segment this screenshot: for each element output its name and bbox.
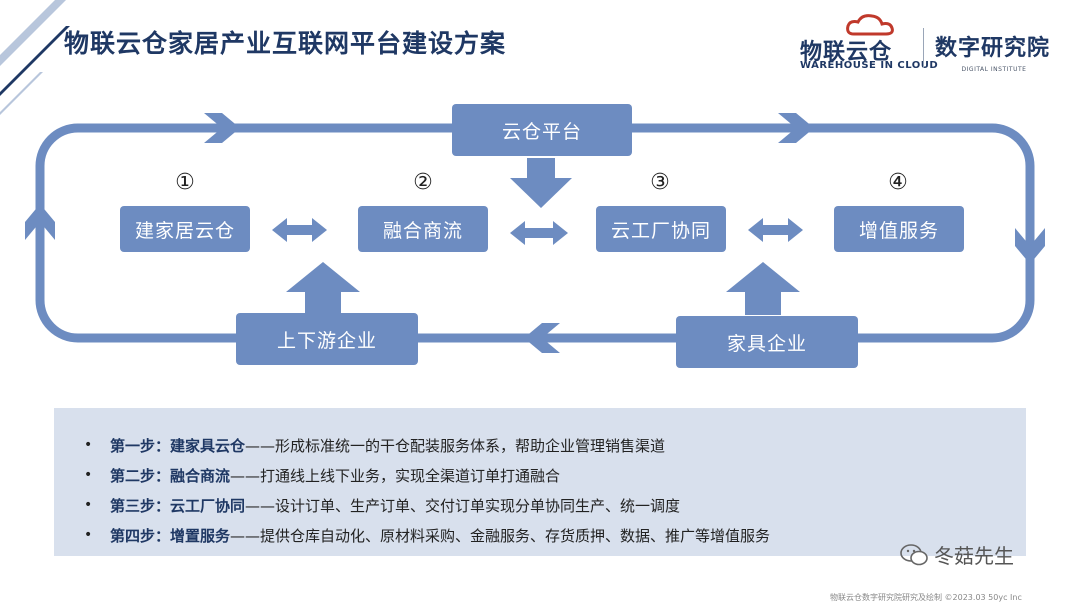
list-item: • 第四步：增置服务 ——提供仓库自动化、原材料采购、金融服务、存货质押、数据、… <box>84 520 770 550</box>
wechat-icon <box>900 543 928 565</box>
node-step-3: 云工厂协同 <box>596 206 726 252</box>
list-item: • 第三步：云工厂协同 ——设计订单、生产订单、交付订单实现分单协同生产、统一调… <box>84 490 770 520</box>
logo-warehouse-in-cloud: 物联云仓 WAREHOUSE IN CLOUD <box>798 14 938 74</box>
logo-divider <box>923 28 924 68</box>
watermark: 冬菇先生 <box>900 540 1014 569</box>
chevron-left-icon <box>524 323 560 353</box>
chevron-right-icon <box>778 113 814 143</box>
node-furniture-companies: 家具企业 <box>676 316 858 368</box>
logo-left-sub: WAREHOUSE IN CLOUD <box>800 60 939 71</box>
steps-list: • 第一步：建家具云仓 ——形成标准统一的干仓配装服务体系，帮助企业管理销售渠道… <box>84 430 770 550</box>
list-item: • 第一步：建家具云仓 ——形成标准统一的干仓配装服务体系，帮助企业管理销售渠道 <box>84 430 770 460</box>
arrow-down-icon <box>510 158 572 208</box>
decor-line-dark <box>0 26 70 96</box>
cloud-logo-icon <box>846 14 894 36</box>
footnote: 物联云仓数字研究院研究及绘制 ©2023.03 50yc Inc <box>830 593 1022 602</box>
bullet: • <box>84 437 93 453</box>
node-upstream-downstream: 上下游企业 <box>236 313 418 365</box>
step-title: 第三步：云工厂协同 <box>110 496 246 515</box>
arrow-up-icon <box>726 262 800 315</box>
double-arrow-icon <box>748 218 803 242</box>
node-step-2: 融合商流 <box>358 206 488 252</box>
step-title: 第一步：建家具云仓 <box>110 436 246 455</box>
step-number-3: ③ <box>650 170 670 195</box>
bullet: • <box>84 467 93 483</box>
step-number-2: ② <box>413 170 433 195</box>
step-title: 第四步：增置服务 <box>110 526 231 545</box>
page-title: 物联云仓家居产业互联网平台建设方案 <box>64 29 507 58</box>
step-description: ——设计订单、生产订单、交付订单实现分单协同生产、统一调度 <box>245 496 681 515</box>
steps-panel <box>54 408 1026 556</box>
bullet: • <box>84 527 93 543</box>
logo-right-sub: DIGITAL INSTITUTE <box>961 66 1027 73</box>
logo-right-main: 数字研究院 <box>935 36 1051 61</box>
decor-line-light2 <box>0 72 43 115</box>
decor-line-light <box>0 0 66 66</box>
chevron-up-icon <box>25 204 55 240</box>
double-arrow-icon <box>272 218 327 242</box>
logo-left-main: 物联云仓 <box>800 40 893 65</box>
step-number-1: ① <box>175 170 195 195</box>
list-item: • 第二步：融合商流 ——打通线上线下业务，实现全渠道订单打通融合 <box>84 460 770 490</box>
step-number-4: ④ <box>888 170 908 195</box>
arrow-up-icon <box>286 262 360 315</box>
chevron-right-icon <box>204 113 240 143</box>
node-step-4: 增值服务 <box>834 206 964 252</box>
step-description: ——形成标准统一的干仓配装服务体系，帮助企业管理销售渠道 <box>245 436 666 455</box>
node-cloud-platform: 云仓平台 <box>452 104 632 156</box>
logo-digital-institute: 数字研究院 DIGITAL INSTITUTE <box>935 30 1053 73</box>
node-step-1: 建家居云仓 <box>120 206 250 252</box>
step-description: ——提供仓库自动化、原材料采购、金融服务、存货质押、数据、推广等增值服务 <box>230 526 771 545</box>
step-description: ——打通线上线下业务，实现全渠道订单打通融合 <box>230 466 561 485</box>
double-arrow-icon <box>510 221 568 245</box>
chevron-down-icon <box>1015 228 1045 264</box>
watermark-text: 冬菇先生 <box>934 544 1014 568</box>
bullet: • <box>84 497 93 513</box>
step-title: 第二步：融合商流 <box>110 466 231 485</box>
